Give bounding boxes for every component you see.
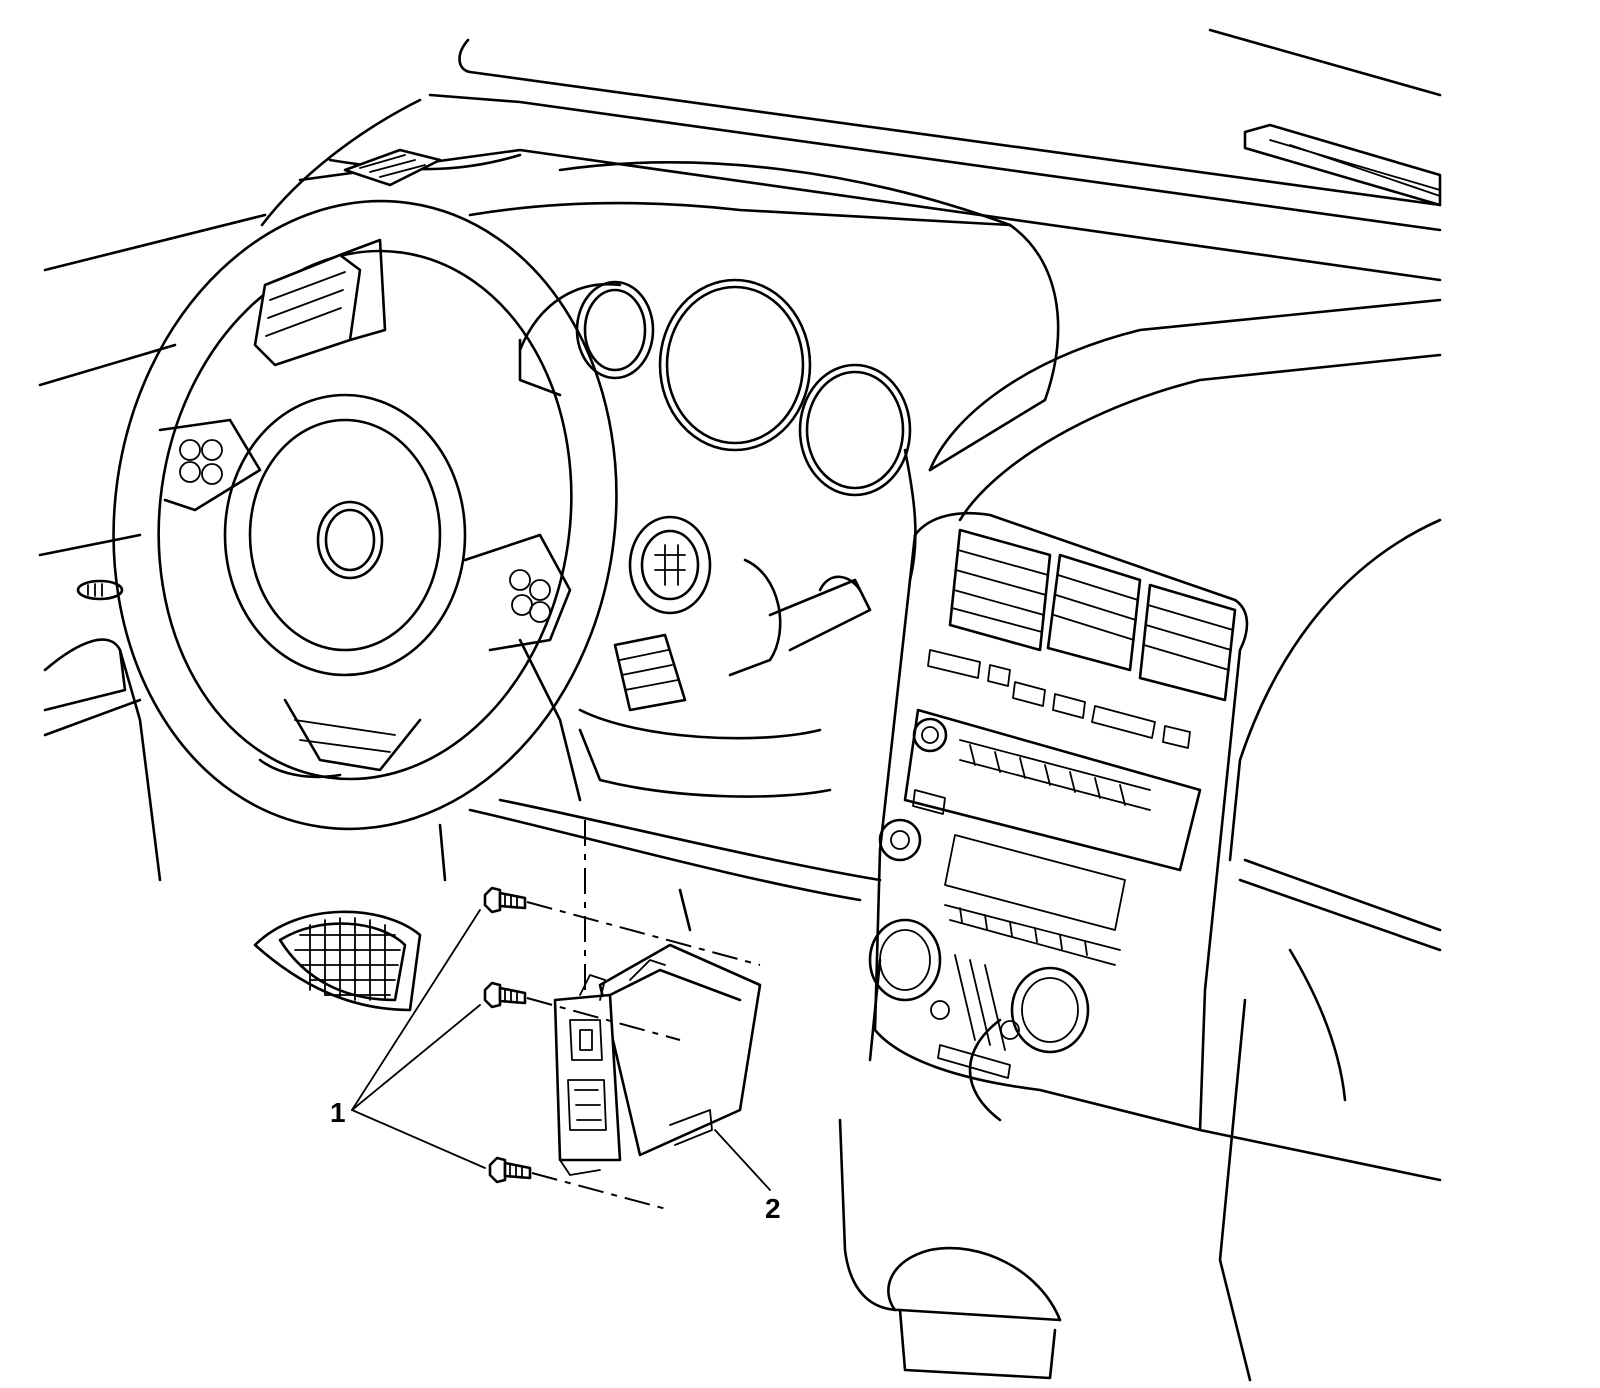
dashboard-top [260,28,1442,522]
bolt-upper [483,886,527,914]
steering-wheel [112,199,618,831]
body-control-module [553,943,762,1176]
lower-console [838,518,1442,1382]
speaker-grille-pattern [294,917,401,1001]
alignment-lines [526,820,761,1211]
bolt-middle [483,981,527,1009]
callout-leaders [351,909,771,1191]
knee-bolster [438,798,882,932]
left-door-panel [38,213,422,1012]
callout-2-label: 2 [765,1193,781,1224]
bolt-lower [488,1156,532,1184]
steering-column [518,515,872,802]
instrument-cluster [468,201,1012,582]
fastener-bolts [483,886,532,1184]
center-stack [868,511,1249,1132]
left-air-vent [253,238,387,367]
callout-1-label: 1 [330,1097,346,1128]
